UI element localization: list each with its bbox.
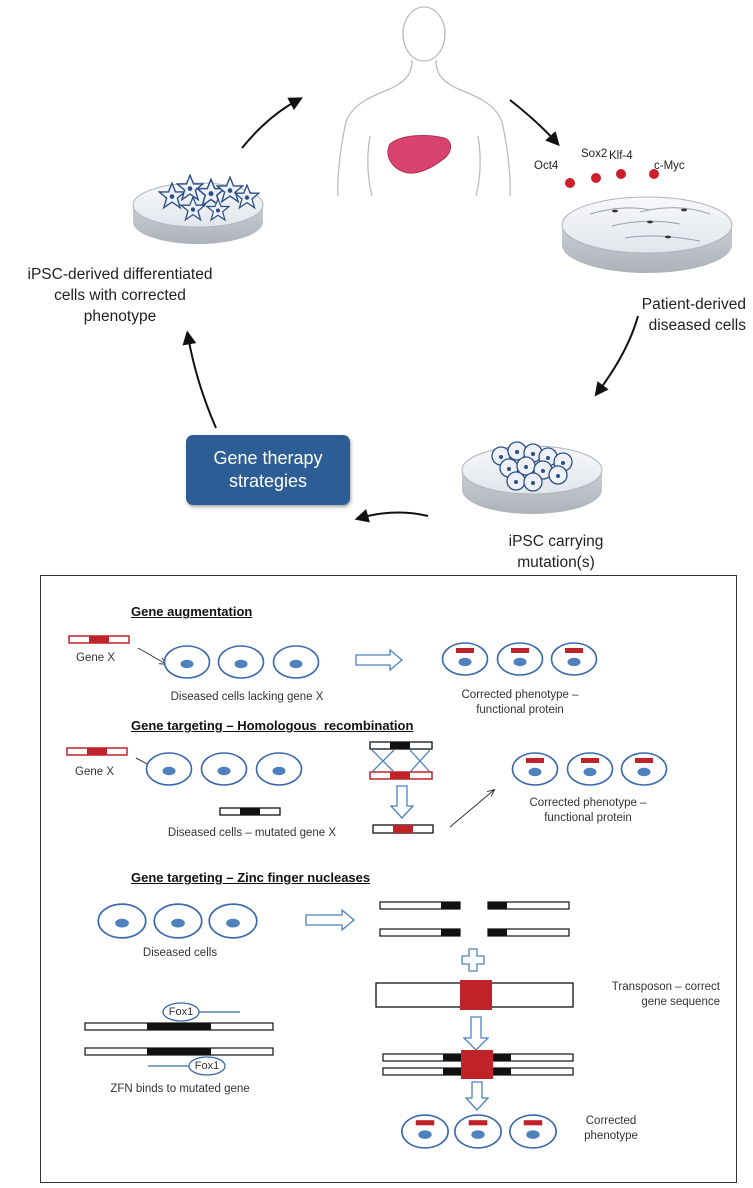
cycle-arrow-to-therapy <box>354 509 429 523</box>
ipsc-colony-icon <box>491 441 573 492</box>
zfn-label: ZFN binds to mutated gene <box>110 1083 250 1095</box>
repair-down-arrow <box>464 1081 490 1111</box>
recombination-down-arrow <box>389 785 415 819</box>
augmentation-block-arrow <box>355 648 404 672</box>
augmentation-small-arrow <box>137 647 166 664</box>
augmentation-heading: Gene augmentation <box>131 604 253 619</box>
homologous-gene-label: Gene X <box>75 766 114 778</box>
zfn-binding-icon <box>84 1002 274 1076</box>
homologous-diseased-label: Diseased cells – mutated gene X <box>167 827 337 839</box>
gene-therapy-strategies-box: Gene therapy strategies <box>186 435 350 505</box>
zinc-diseased-label: Diseased cells <box>142 947 218 959</box>
factor-label-cmyc: c-Myc <box>654 160 685 172</box>
transposon-label: Transposon – correct gene sequence <box>611 981 720 1008</box>
reprogramming-factor-dots <box>565 169 659 188</box>
recombination-crossover-icon <box>369 741 433 780</box>
gene-x-homologous-icon <box>66 747 128 756</box>
patient-cells-label: Patient-derived diseased cells <box>641 296 746 334</box>
cycle-arrow-to-patient-cells <box>509 99 560 147</box>
factor-label-sox2: Sox2 <box>581 148 608 160</box>
homologous-heading: Gene targeting – Homologous recombinatio… <box>131 718 414 733</box>
homologous-result-arrow <box>449 790 494 828</box>
repaired-dna-strands-icon <box>382 1050 574 1079</box>
zinc-block-arrow <box>305 908 356 932</box>
gene-therapy-panel <box>40 575 737 1183</box>
plus-icon <box>461 948 485 972</box>
cycle-arrow-to-ipsc <box>594 315 639 397</box>
ipsc-label: iPSC carrying mutation(s) <box>508 533 604 571</box>
augmentation-diseased-label: Diseased cells lacking gene X <box>170 691 324 703</box>
cycle-arrow-to-body <box>241 97 303 149</box>
factor-label-klf4: Klf-4 <box>609 150 633 162</box>
fox1-label-bottom: Fox1 <box>194 1060 220 1072</box>
gene-therapy-label: Gene therapy strategies <box>213 448 323 491</box>
gene-x-augmentation-icon <box>68 635 130 644</box>
cut-dna-strands-icon <box>379 901 570 937</box>
fox1-label-top: Fox1 <box>168 1006 194 1018</box>
augmentation-corrected-label: Corrected phenotype – functional protein <box>461 689 579 716</box>
zinc-heading: Gene targeting – Zinc finger nucleases <box>131 870 371 885</box>
transposon-down-arrow <box>462 1016 490 1051</box>
homologous-corrected-label: Corrected phenotype – functional protein <box>529 797 647 824</box>
transposon-icon <box>375 980 574 1010</box>
mutated-gene-icon <box>219 807 281 816</box>
factor-label-oct4: Oct4 <box>534 160 559 172</box>
corrected-gene-icon <box>372 824 434 834</box>
corrected-cells-label: iPSC-derived differentiated cells with c… <box>27 266 213 325</box>
zinc-corrected-label: Corrected phenotype <box>584 1115 638 1142</box>
cycle-arrow-to-corrected <box>182 330 217 429</box>
augmentation-gene-label: Gene X <box>76 652 115 664</box>
human-body-icon <box>337 6 511 197</box>
liver-icon <box>387 135 451 174</box>
patient-cells-dish <box>561 196 733 273</box>
